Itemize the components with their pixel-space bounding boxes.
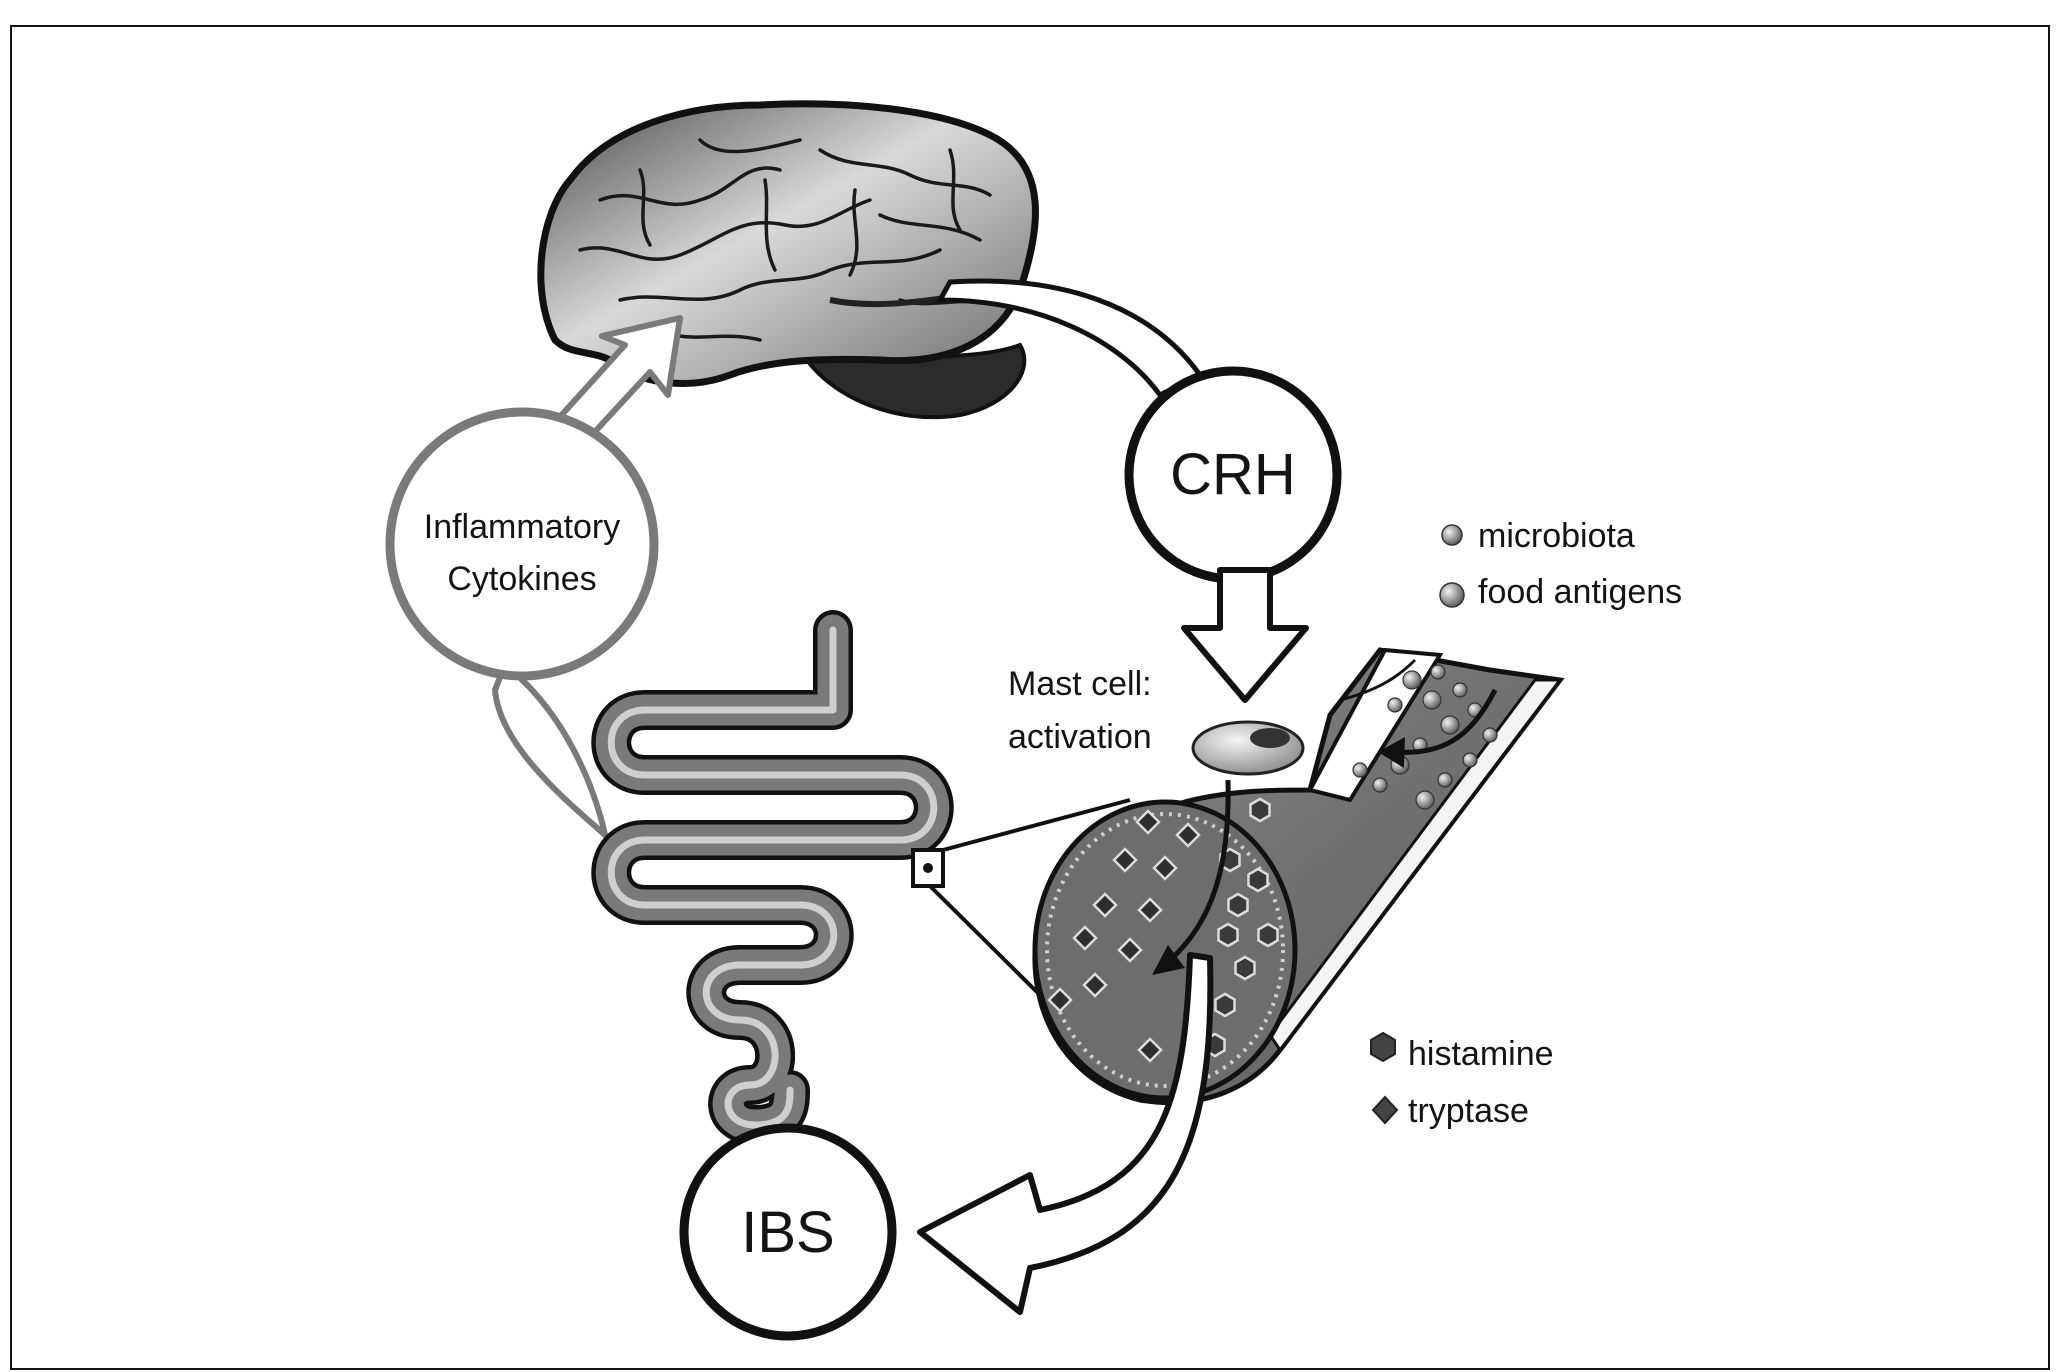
antigen-particle	[1452, 682, 1468, 698]
mast-cell-label-line2: activation	[1008, 718, 1152, 756]
tryptase-granule	[1152, 855, 1178, 881]
cytokines-label-line1: Inflammatory	[424, 508, 621, 546]
mast-cell-label-line1: Mast cell:	[1008, 665, 1152, 703]
histamine-granule	[1214, 992, 1236, 1018]
legend-food-antigens: food antigens	[1478, 573, 1682, 611]
antigen-particle	[1440, 715, 1460, 735]
tryptase-granule	[1112, 847, 1138, 873]
ibs-label: IBS	[741, 1200, 835, 1265]
antigen-particle	[1437, 772, 1453, 788]
antigen-particle	[1462, 752, 1478, 768]
antigen-particle	[1402, 670, 1422, 690]
crh-label: CRH	[1170, 442, 1296, 507]
antigen-particle	[1422, 690, 1442, 710]
arrow-mast-cell-release	[1152, 779, 1231, 975]
tryptase-granule	[1117, 937, 1143, 963]
legend-antigens: microbiota food antigens	[1439, 517, 1682, 611]
cytokines-node: Inflammatory Cytokines	[385, 407, 659, 681]
sphere-icon	[1439, 582, 1465, 608]
antigen-particle	[1430, 664, 1446, 680]
histamine-granule	[1234, 955, 1256, 981]
arrow-crh-to-mast-cell	[1181, 567, 1309, 703]
tryptase-granule	[1047, 987, 1073, 1013]
tryptase-granule	[1072, 925, 1098, 951]
cerebrum	[537, 100, 1039, 387]
tryptase-granule	[1137, 897, 1163, 923]
legend-histamine: histamine	[1408, 1035, 1554, 1073]
tryptase-granule	[1137, 1037, 1163, 1063]
antigen-particle	[1352, 762, 1368, 778]
diamond-granule-icon	[1371, 1095, 1399, 1125]
antigen-particle	[1482, 727, 1498, 743]
tryptase-granule	[1175, 822, 1201, 848]
arrow-gut-to-cytokines	[491, 660, 610, 844]
tryptase-granule	[1092, 892, 1118, 918]
small-sphere-icon	[1441, 524, 1463, 546]
arrow-tissue-to-ibs	[917, 952, 1214, 1315]
legend-microbiota: microbiota	[1478, 517, 1635, 555]
intestine-illustration	[591, 610, 1131, 1145]
crh-node: CRH	[1124, 366, 1342, 584]
legend-mediators: histamine tryptase	[1370, 1031, 1554, 1130]
arrow-antigen-entry	[1378, 688, 1498, 768]
brain-illustration	[537, 100, 1039, 420]
tryptase-granule	[1082, 972, 1108, 998]
magnified-gut-section	[1032, 647, 1565, 1106]
hexagon-granule-icon	[1370, 1031, 1396, 1063]
antigen-particle	[1387, 697, 1403, 713]
tryptase-granule	[1135, 809, 1161, 835]
histamine-granule	[1249, 797, 1271, 823]
legend-tryptase: tryptase	[1408, 1092, 1529, 1130]
histamine-granule	[1247, 867, 1269, 893]
histamine-granule	[1217, 922, 1239, 948]
ibs-node: IBS	[679, 1123, 897, 1341]
antigen-particle	[1415, 790, 1435, 810]
lumen-particles	[1352, 664, 1498, 810]
histamine-granule	[1257, 922, 1279, 948]
histamine-granule	[1227, 892, 1249, 918]
antigen-particle	[1372, 777, 1388, 793]
cytokines-label-line2: Cytokines	[447, 560, 596, 598]
mast-cell	[1191, 720, 1305, 776]
